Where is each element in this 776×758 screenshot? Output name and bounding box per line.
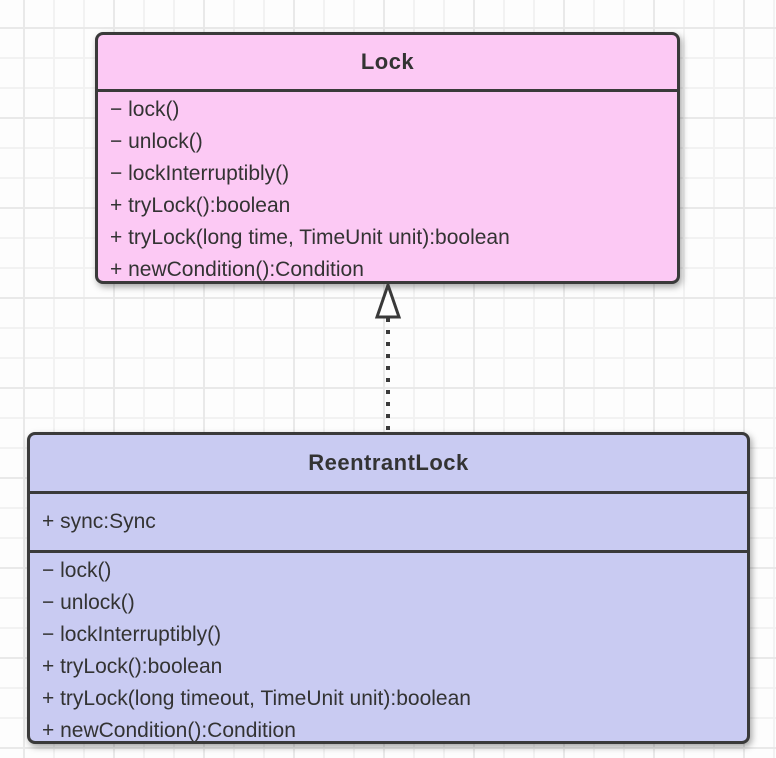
method-row: + tryLock(long timeout, TimeUnit unit):b… (42, 687, 471, 710)
field-row: + sync:Sync (42, 510, 156, 533)
method-row: + tryLock():boolean (110, 194, 291, 217)
class-box-lock[interactable]: Lock − lock() − unlock() − lockInterrupt… (95, 32, 680, 284)
method-row: − lockInterruptibly() (42, 623, 222, 646)
method-row: − lock() (110, 98, 180, 121)
class-title-lock: Lock (360, 49, 415, 74)
reentrantlock-methods-section: − lock() − unlock() − lockInterruptibly(… (30, 550, 747, 742)
method-row: + newCondition():Condition (42, 719, 296, 742)
class-title-reentrantlock: ReentrantLock (308, 450, 469, 475)
reentrantlock-fields-section: + sync:Sync (30, 491, 747, 550)
hollow-triangle-arrowhead-icon (374, 282, 402, 319)
method-row: − unlock() (110, 130, 203, 153)
method-row: + tryLock(long time, TimeUnit unit):bool… (110, 226, 510, 249)
method-row: − unlock() (42, 591, 135, 614)
method-row: + newCondition():Condition (110, 258, 364, 281)
realization-arrow[interactable] (369, 282, 407, 434)
method-row: + tryLock():boolean (42, 655, 223, 678)
method-row: − lockInterruptibly() (110, 162, 290, 185)
class-box-reentrantlock[interactable]: ReentrantLock + sync:Sync − lock() − unl… (27, 432, 750, 744)
lock-methods-section: − lock() − unlock() − lockInterruptibly(… (98, 89, 677, 281)
method-row: − lock() (42, 559, 112, 582)
